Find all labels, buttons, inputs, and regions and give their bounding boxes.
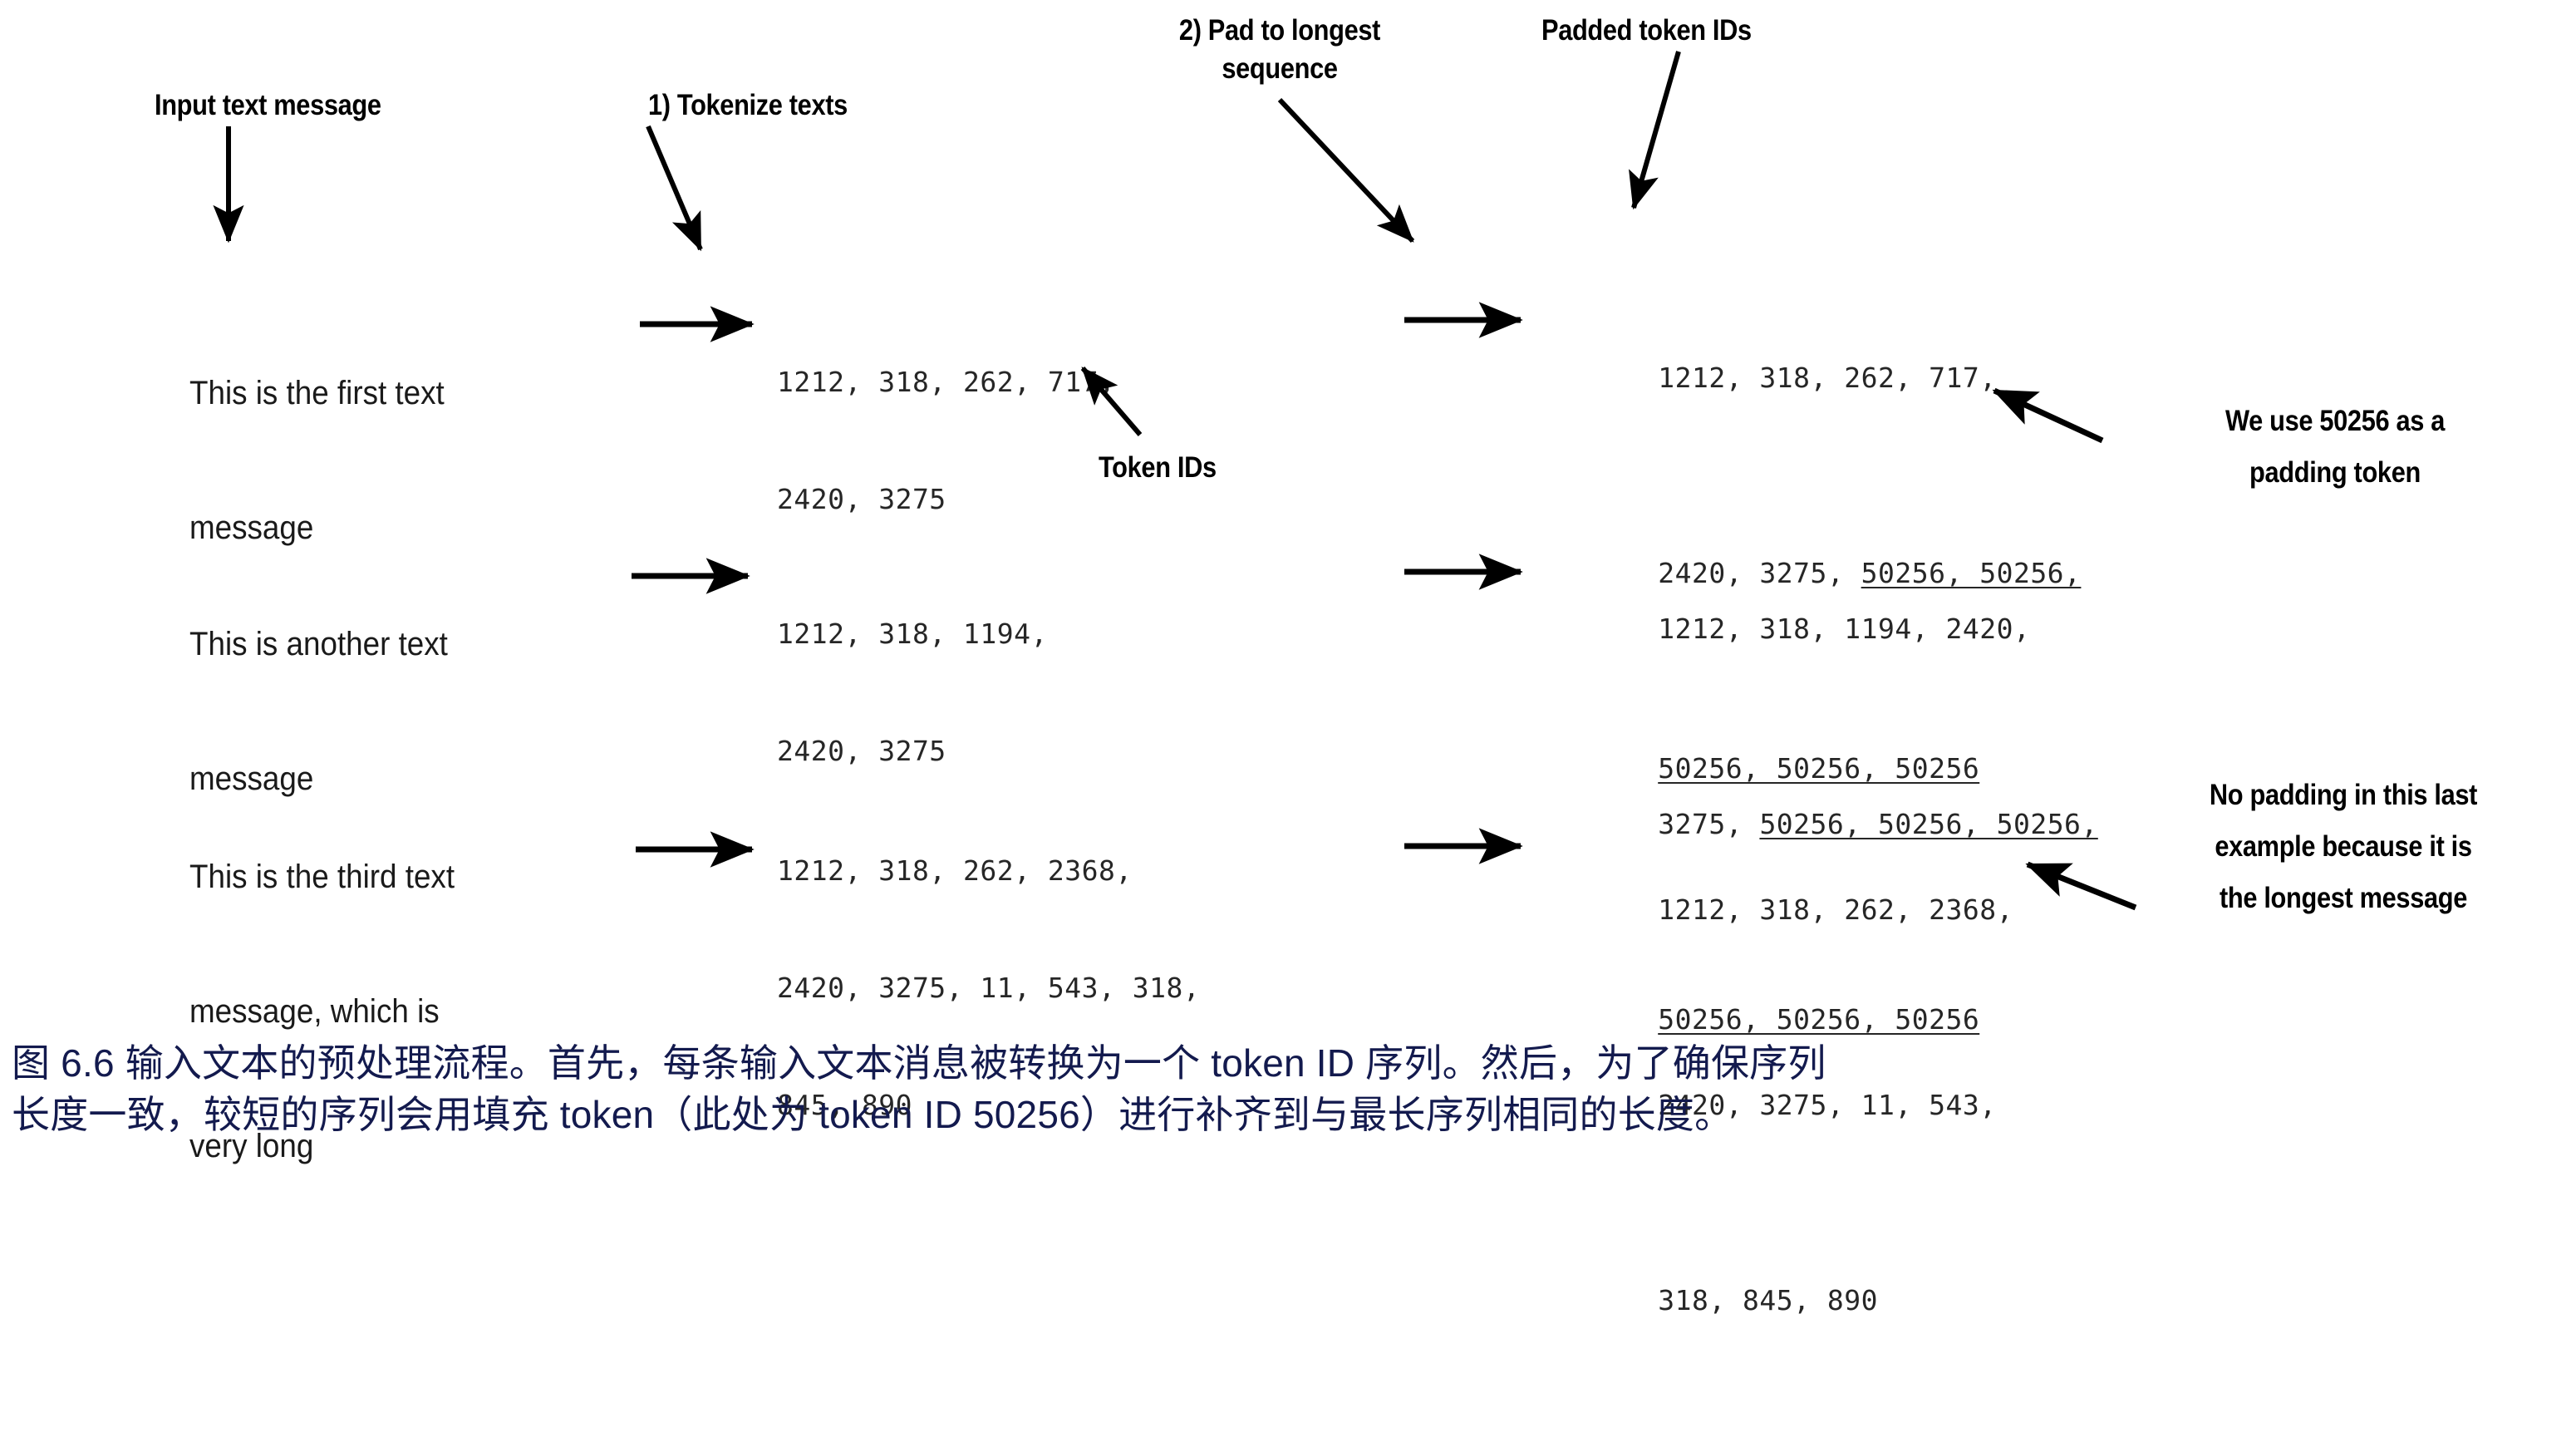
input-message-3-line-1: This is the third text — [189, 859, 455, 895]
padded-seg: 318, 845, 890 — [1658, 1284, 1878, 1316]
padding-token-seg: 50256, 50256, 50256 — [1658, 1003, 1980, 1036]
annotation-no-padding-line1: No padding in this last — [2209, 779, 2478, 811]
padded-token-ids-1-line-2: 2420, 3275, 50256, 50256, — [1556, 514, 2081, 632]
figure-caption-line-2: 长度一致，较短的序列会用填充 token（此处为 token ID 50256）… — [12, 1093, 1733, 1136]
heading-pad-to-longest-line1: 2) Pad to longest — [1178, 14, 1381, 47]
padded-seg: 1212, 318, 1194, 2420, — [1658, 613, 2031, 645]
token-ids-1-line-1: 1212, 318, 262, 717, — [777, 366, 1116, 398]
token-ids-1-line-2: 2420, 3275 — [777, 483, 946, 515]
padded-token-ids-2-line-1: 1212, 318, 1194, 2420, — [1556, 570, 2098, 687]
pipeline-diagram: Input text message 1) Tokenize texts 2) … — [155, 14, 2478, 1316]
heading-padded-token-ids: Padded token IDs — [1541, 14, 1752, 47]
token-ids-2-line-2: 2420, 3275 — [777, 735, 946, 767]
annotation-no-padding-line2: example because it is — [2215, 830, 2472, 863]
input-message-2: This is another text message — [189, 532, 448, 891]
padding-token-seg: 50256, 50256, 50256 — [1658, 752, 1980, 785]
input-message-1-line-1: This is the first text — [189, 375, 445, 411]
input-message-3-line-2: message, which is — [189, 993, 440, 1030]
token-ids-2-line-1: 1212, 318, 1194, — [777, 618, 1048, 650]
heading-token-ids: Token IDs — [1099, 451, 1217, 484]
padded-token-ids-2-line-3: 50256, 50256, 50256 — [1556, 961, 2098, 1078]
token-ids-3-line-3: 845, 890 — [777, 1089, 912, 1121]
padding-token-seg: 50256, 50256, 50256, — [1759, 808, 2098, 840]
input-message-2-line-1: This is another text — [189, 626, 448, 662]
input-message-3: This is the third text message, which is… — [189, 765, 455, 1258]
padded-seg: 1212, 318, 262, 2368, — [1658, 893, 2013, 926]
input-message-1-line-2: message — [189, 509, 314, 546]
token-ids-3-line-1: 1212, 318, 262, 2368, — [777, 854, 1133, 887]
arrow-tokenize-texts — [646, 125, 703, 252]
input-message-1: This is the first text message — [189, 281, 445, 640]
figure-caption-line-1: 图 6.6 输入文本的预处理流程。首先，每条输入文本消息被转换为一个 token… — [12, 1041, 1826, 1085]
padded-token-ids-2-line-2: 3275, 50256, 50256, 50256, — [1556, 765, 2098, 883]
padded-token-ids-1: 1212, 318, 262, 717, 2420, 3275, 50256, … — [1556, 241, 2081, 905]
figure-caption: 图 6.6 输入文本的预处理流程。首先，每条输入文本消息被转换为一个 token… — [0, 1037, 2576, 1140]
padding-token-seg: 50256, 50256, — [1861, 557, 2082, 589]
heading-input-text-message: Input text message — [155, 89, 381, 121]
padded-seg: 1212, 318, 262, 717, — [1658, 362, 1997, 394]
input-message-2-line-2: message — [189, 760, 314, 797]
padded-token-ids-3-line-2: 2420, 3275, 11, 543, — [1556, 1046, 2013, 1164]
token-ids-3-line-2: 2420, 3275, 11, 543, 318, — [777, 972, 1201, 1004]
padded-seg: 2420, 3275, 11, 543, — [1658, 1089, 1997, 1121]
annotation-padding-token-line1: We use 50256 as a — [2225, 405, 2445, 437]
heading-tokenize-texts: 1) Tokenize texts — [648, 89, 848, 121]
annotation-padding-token-line2: padding token — [2249, 456, 2421, 489]
padded-token-ids-1-line-1: 1212, 318, 262, 717, — [1556, 319, 2081, 436]
padded-seg: 2420, 3275, — [1658, 557, 1861, 589]
arrow-padded-token-ids — [1629, 51, 1681, 210]
annotation-no-padding-line3: the longest message — [2220, 882, 2467, 914]
padded-seg: 3275, — [1658, 808, 1760, 840]
padded-token-ids-3-line-3: 318, 845, 890 — [1556, 1242, 2013, 1359]
input-message-3-line-3: very long — [189, 1128, 314, 1164]
token-ids-3: 1212, 318, 262, 2368, 2420, 3275, 11, 54… — [777, 773, 1200, 1203]
padded-token-ids-3-line-1: 1212, 318, 262, 2368, — [1556, 851, 2013, 968]
token-ids-2: 1212, 318, 1194, 2420, 3275 — [777, 536, 1048, 849]
arrow-pad-to-longest — [1277, 97, 1415, 244]
padded-token-ids-2: 1212, 318, 1194, 2420, 3275, 50256, 5025… — [1556, 492, 2098, 1156]
padded-token-ids-1-line-3: 50256, 50256, 50256 — [1556, 710, 2081, 827]
heading-pad-to-longest-line2: sequence — [1222, 52, 1338, 85]
